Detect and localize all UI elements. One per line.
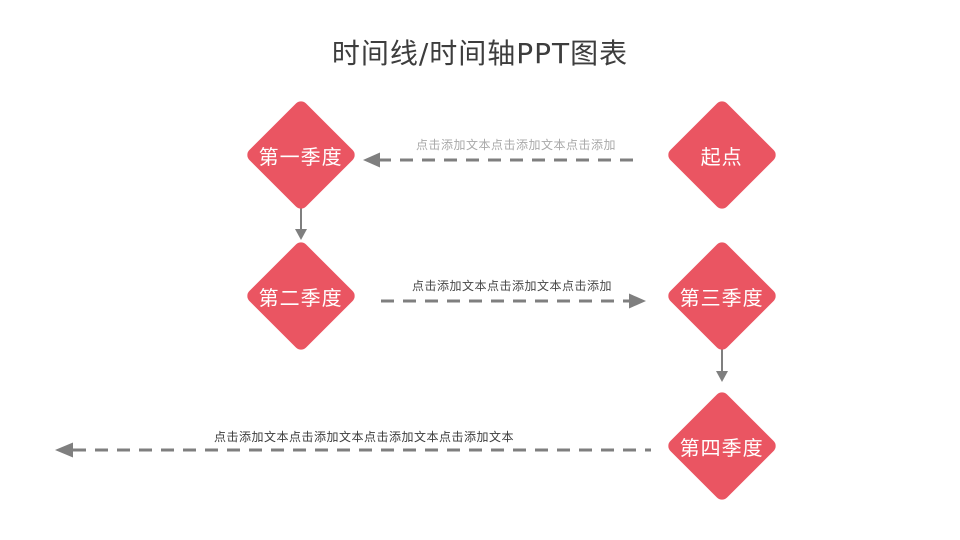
node-q1-label: 第一季度 (259, 144, 343, 169)
arrow-start-to-q1 (363, 152, 640, 168)
connector-label-q2-to-q3[interactable]: 点击添加文本点击添加文本点击添加 (411, 279, 613, 293)
node-start-diamond[interactable]: 起点 (665, 98, 779, 212)
arrow-q3-to-q4 (716, 348, 728, 382)
connector-label-start-to-q1[interactable]: 点击添加文本点击添加文本点击添加 (415, 138, 617, 152)
node-q2-label: 第二季度 (259, 285, 343, 310)
connector-label-q4-to-edge[interactable]: 点击添加文本点击添加文本点击添加文本点击添加文本 (213, 430, 515, 444)
node-q3-diamond[interactable]: 第三季度 (665, 239, 779, 353)
arrowhead-down-icon (716, 371, 728, 382)
node-q1-diamond[interactable]: 第一季度 (244, 98, 358, 212)
arrowhead-down-icon (295, 229, 307, 240)
node-q4-label: 第四季度 (680, 435, 764, 460)
arrowhead-right-icon (629, 293, 646, 309)
arrowhead-left-icon (363, 152, 380, 168)
node-q3-label: 第三季度 (680, 285, 764, 310)
arrowhead-left-icon (55, 442, 73, 458)
arrow-q2-to-q3 (381, 293, 646, 309)
node-q4-diamond[interactable]: 第四季度 (665, 389, 779, 503)
arrow-q1-to-q2 (295, 206, 307, 240)
node-q2-diamond[interactable]: 第二季度 (244, 239, 358, 353)
slide-title: 时间线/时间轴PPT图表 (331, 37, 629, 70)
node-start-label: 起点 (701, 144, 743, 169)
